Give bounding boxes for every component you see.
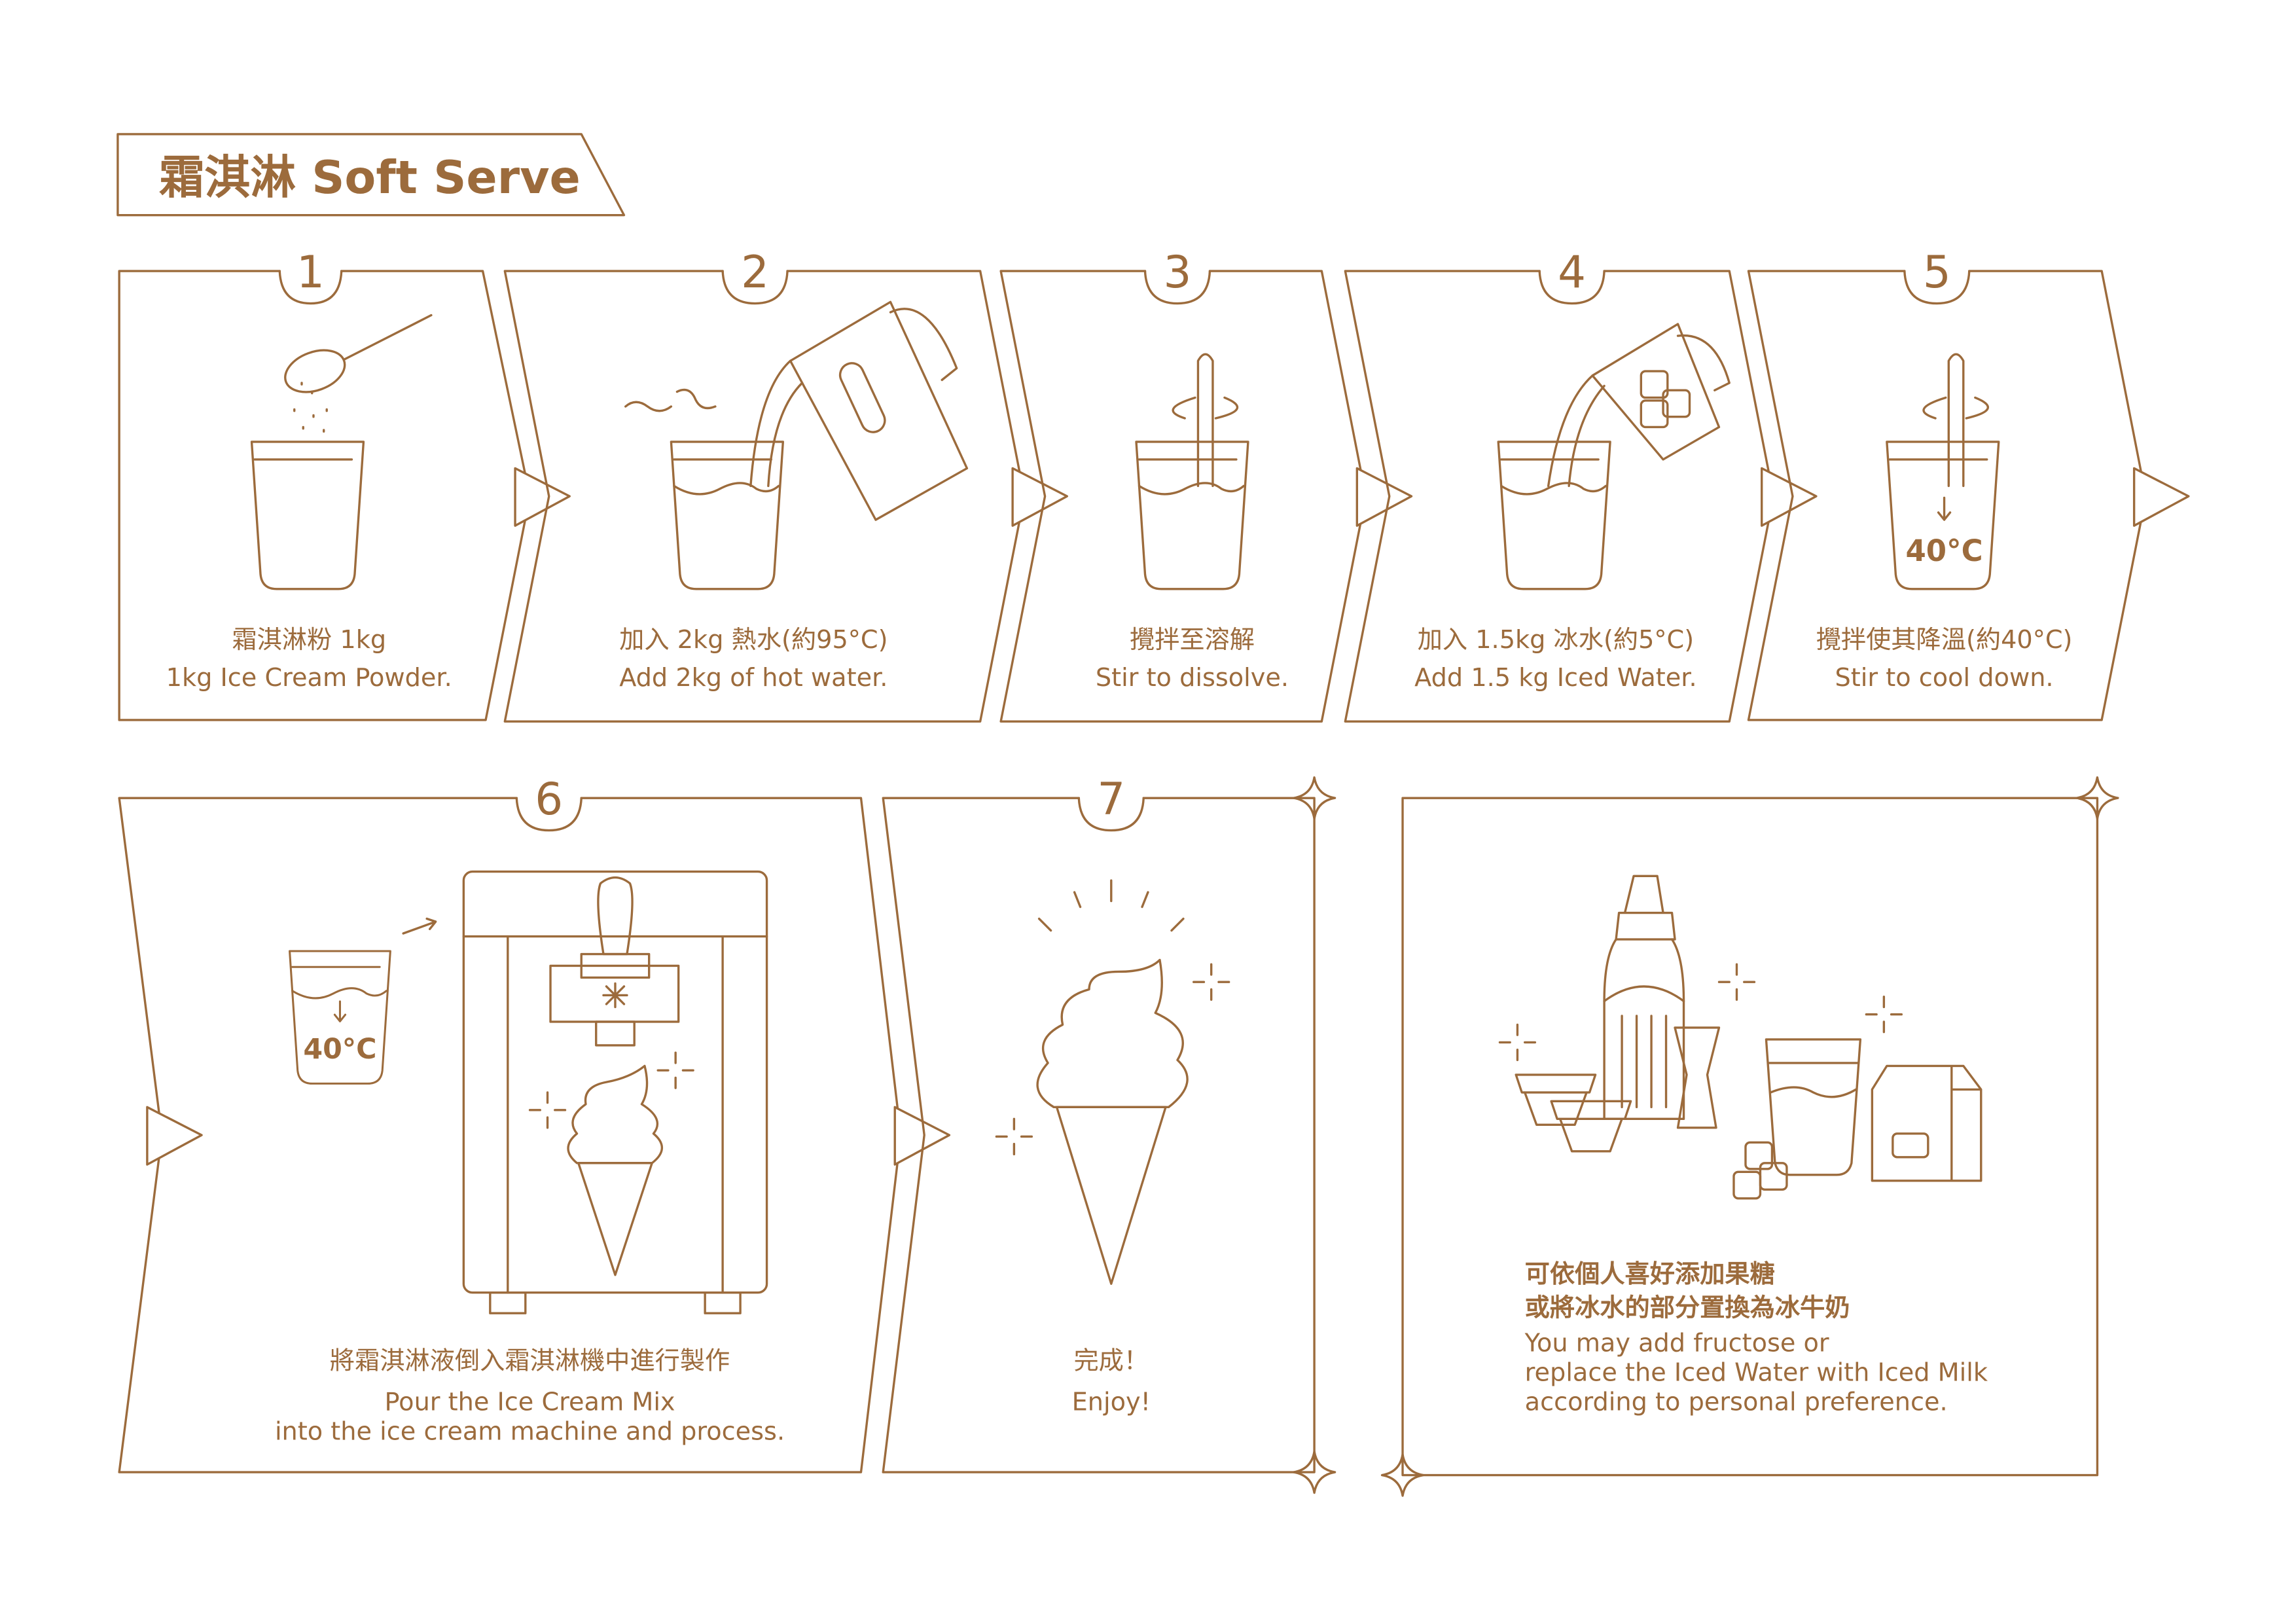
step-7-panel: 7 完成！ Enjoy! <box>882 773 1336 1494</box>
cup-icon <box>670 441 785 590</box>
tip-panel: 可依個人喜好添加果糖 或將冰水的部分置換為冰牛奶 You may add fru… <box>1380 776 2119 1497</box>
ice-cream-cone-icon <box>995 879 1230 1285</box>
step-en: Stir to cool down. <box>1835 664 2054 693</box>
step-zh: 攪拌使其降溫(約40°C) <box>1816 626 2073 655</box>
temperature-label: 40°C <box>303 1033 376 1066</box>
step-en: Add 2kg of hot water. <box>619 664 888 693</box>
arrow-right-icon <box>1011 467 1069 527</box>
step-en: Enjoy! <box>1072 1388 1151 1417</box>
step-zh: 加入 2kg 熱水(約95°C) <box>619 626 888 655</box>
water-line <box>1138 482 1245 496</box>
step-number: 6 <box>535 773 563 825</box>
step-number: 2 <box>741 246 769 298</box>
arrow-down-icon <box>1937 496 1952 521</box>
title-banner: 霜淇淋 Soft Serve <box>117 133 626 217</box>
tip-en-line1: You may add fructose or <box>1524 1329 1829 1358</box>
water-line <box>673 482 780 496</box>
cup-icon <box>1497 441 1611 590</box>
arrow-right-icon <box>2132 467 2190 527</box>
step-en-line1: Pour the Ice Cream Mix <box>385 1388 675 1417</box>
step-6-panel: 6 40°C 將霜淇淋液倒入霜淇淋機中進行製作 Pour the Ice Cre… <box>118 773 951 1473</box>
ingredients-illustration <box>1498 875 1982 1200</box>
step-en: 1kg Ice Cream Powder. <box>166 664 452 693</box>
steam-icon <box>624 388 717 412</box>
step-zh: 攪拌至溶解 <box>1130 626 1255 655</box>
tip-en-line3: according to personal preference. <box>1525 1388 1948 1417</box>
step-number: 7 <box>1097 773 1125 825</box>
step-5-panel: 5 40°C 攪拌使其降溫(約40°C) Stir to cool down. <box>1747 246 2190 721</box>
tip-zh-line2: 或將冰水的部分置換為冰牛奶 <box>1525 1294 1850 1323</box>
ice-water-pitcher-icon <box>1547 323 1731 488</box>
arrow-right-icon <box>514 467 571 527</box>
step-zh: 將霜淇淋液倒入霜淇淋機中進行製作 <box>330 1347 730 1376</box>
step-zh: 加入 1.5kg 冰水(約5°C) <box>1418 626 1694 655</box>
kettle-icon <box>749 300 969 521</box>
tip-zh-line1: 可依個人喜好添加果糖 <box>1525 1260 1775 1289</box>
step-number: 4 <box>1558 246 1586 298</box>
step-number: 5 <box>1923 246 1951 298</box>
step-zh: 霜淇淋粉 1kg <box>232 626 386 655</box>
step-3-panel: 3 攪拌至溶解 Stir to dissolve. <box>999 246 1413 723</box>
step-4-panel: 4 加入 1.5kg 冰水(約5°C) Add 1.5 kg Iced Wate… <box>1344 246 1818 723</box>
step-en-line2: into the ice cream machine and process. <box>275 1418 785 1447</box>
step-zh: 完成！ <box>1073 1347 1149 1376</box>
step-number: 3 <box>1164 246 1192 298</box>
tip-en-line2: replace the Iced Water with Iced Milk <box>1525 1359 1988 1388</box>
ice-cream-machine-icon <box>462 870 768 1314</box>
cup-icon <box>1135 441 1249 590</box>
stirring-stick-icon <box>1922 353 1989 521</box>
step-number: 1 <box>296 246 325 298</box>
spoon-icon <box>284 314 433 433</box>
cup-icon <box>289 950 391 1085</box>
water-line <box>1500 482 1607 496</box>
page-title: 霜淇淋 Soft Serve <box>159 151 581 204</box>
temperature-label: 40°C <box>1906 533 1983 568</box>
arrow-icon <box>402 917 437 935</box>
step-1-panel: 1 霜淇淋粉 1kg 1kg Ice Cream Powder. <box>118 246 571 721</box>
arrow-right-icon <box>146 1106 203 1166</box>
step-en: Stir to dissolve. <box>1096 664 1289 693</box>
step-en: Add 1.5 kg Iced Water. <box>1414 664 1696 693</box>
step-2-panel: 2 加入 2kg 熱水(約95°C) Add 2kg of hot water. <box>503 246 1069 723</box>
arrow-right-icon <box>1355 467 1413 527</box>
stirring-stick-icon <box>1172 353 1239 488</box>
cup-icon <box>250 441 365 590</box>
